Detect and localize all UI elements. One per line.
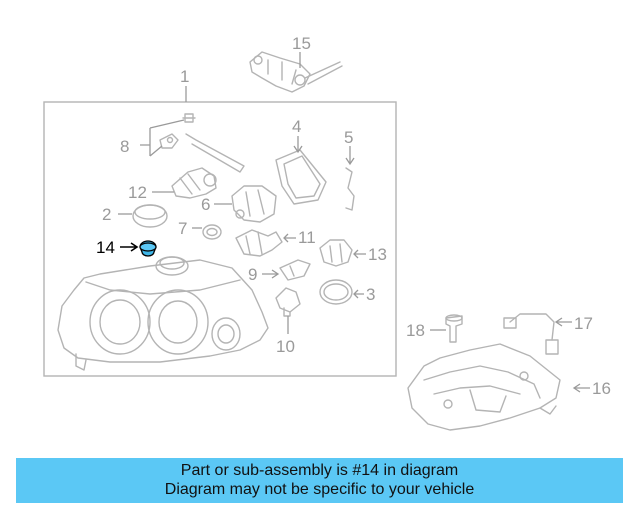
callout-10: 10 (276, 337, 295, 356)
callout-2: 2 (102, 205, 111, 224)
callout-8: 8 (120, 137, 129, 156)
part-17-harness (503, 313, 559, 355)
callout-4: 4 (292, 117, 301, 136)
part-2-cap (132, 204, 168, 228)
headlamp-housing (57, 256, 269, 371)
part-15-leveling-actuator (249, 51, 343, 93)
callout-1: 1 (180, 67, 189, 86)
callout-3: 3 (366, 285, 375, 304)
leader-9 (262, 269, 280, 279)
leader-11 (283, 233, 296, 243)
part-6-socket (231, 185, 277, 223)
callout-14: 14 (96, 238, 115, 257)
leader-13 (353, 249, 366, 259)
part-4-ballast (275, 149, 327, 205)
callout-7: 7 (178, 219, 187, 238)
part-11-bulb (235, 229, 283, 257)
banner-line-part: Part or sub-assembly is #14 in diagram (180, 462, 459, 479)
part-13-socket (319, 239, 353, 267)
callout-18: 18 (406, 321, 425, 340)
callout-11: 11 (298, 228, 316, 247)
part-9-bulb (279, 259, 311, 281)
leader-16 (572, 383, 590, 393)
leader-3 (353, 289, 364, 299)
leader-4 (293, 136, 303, 154)
callout-9: 9 (248, 265, 257, 284)
banner-line-disclaimer: Diagram may not be specific to your vehi… (164, 481, 475, 498)
part-5-wire (345, 167, 355, 211)
callout-13: 13 (368, 245, 387, 264)
part-14-highlighted (139, 240, 157, 257)
leader-5 (345, 146, 355, 166)
part-3-ring (319, 279, 353, 305)
part-18-screw (445, 314, 463, 343)
part-16-mounting-bracket (407, 343, 561, 431)
leader-8 (140, 119, 185, 157)
callout-17: 17 (574, 314, 593, 333)
part-info-banner: Part or sub-assembly is #14 in diagram D… (16, 458, 623, 503)
callout-12: 12 (128, 183, 147, 202)
part-7-o-ring (202, 224, 222, 240)
leader-17 (554, 317, 572, 327)
parts-diagram: 1 15 8 12 6 2 7 (43, 34, 611, 431)
callout-15: 15 (292, 34, 311, 53)
callout-5: 5 (344, 128, 353, 147)
callout-16: 16 (592, 379, 611, 398)
part-10-bulb (275, 287, 301, 317)
leader-14 (120, 242, 139, 252)
headlamp-assembly-frame (43, 101, 397, 377)
part-12-bulb (171, 167, 217, 199)
callout-6: 6 (201, 195, 210, 214)
